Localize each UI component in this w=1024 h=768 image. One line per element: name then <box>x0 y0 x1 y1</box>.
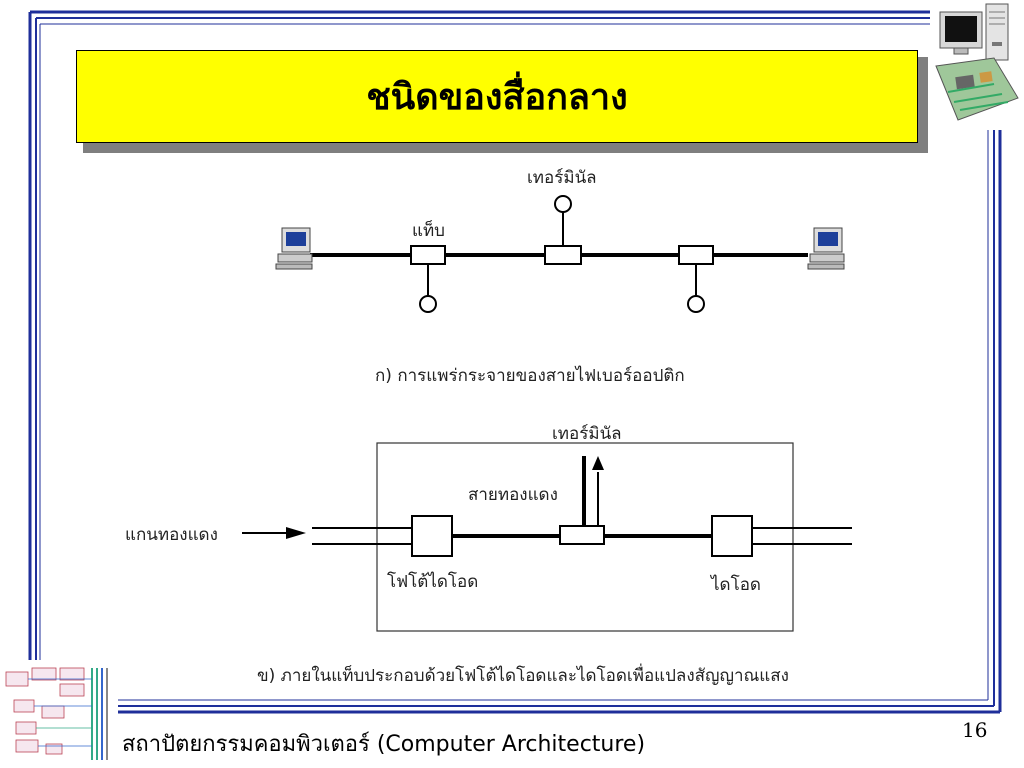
terminal-label: เทอร์มินัล <box>552 424 622 444</box>
arrow-up-icon <box>592 456 604 470</box>
copper-wire-label: สายทองแดง <box>468 485 558 505</box>
terminal-node-left <box>419 264 437 313</box>
diode-label: ไดโอด <box>711 575 761 595</box>
photodiode-box <box>411 515 453 557</box>
terminal-node-right <box>687 264 705 313</box>
copper-core-label: แกนทองแดง <box>125 525 218 545</box>
arrow-right-icon <box>286 527 306 539</box>
terminal-label: เทอร์มินัล <box>527 168 597 188</box>
computer-decoration-icon <box>935 3 1019 121</box>
terminal-node-top <box>554 195 572 246</box>
caption-b: ข) ภายในแท็บประกอบด้วยโฟโต้ไดโอดและไดโอด… <box>257 666 789 686</box>
computer-icon <box>807 227 845 270</box>
tap-enclosure <box>376 442 794 632</box>
footer-course-title: สถาปัตยกรรมคอมพิวเตอร์ (Computer Archite… <box>122 726 645 761</box>
architecture-diagram-icon <box>5 667 108 760</box>
caption-a: ก) การแพร่กระจายของสายไฟเบอร์ออปติก <box>375 366 685 386</box>
junction-box <box>559 525 605 545</box>
diode-box <box>711 515 753 557</box>
tap-label: แท็บ <box>412 221 445 241</box>
photodiode-label: โฟโต้ไดโอด <box>387 572 479 592</box>
title-box: ชนิดของสื่อกลาง <box>76 50 918 143</box>
computer-icon <box>275 227 313 270</box>
page-title: ชนิดของสื่อกลาง <box>366 77 628 118</box>
page-number: 16 <box>962 718 988 742</box>
footer-thai-title: สถาปัตยกรรมคอมพิวเตอร์ <box>122 732 370 757</box>
footer-english-title: (Computer Architecture) <box>376 732 646 757</box>
